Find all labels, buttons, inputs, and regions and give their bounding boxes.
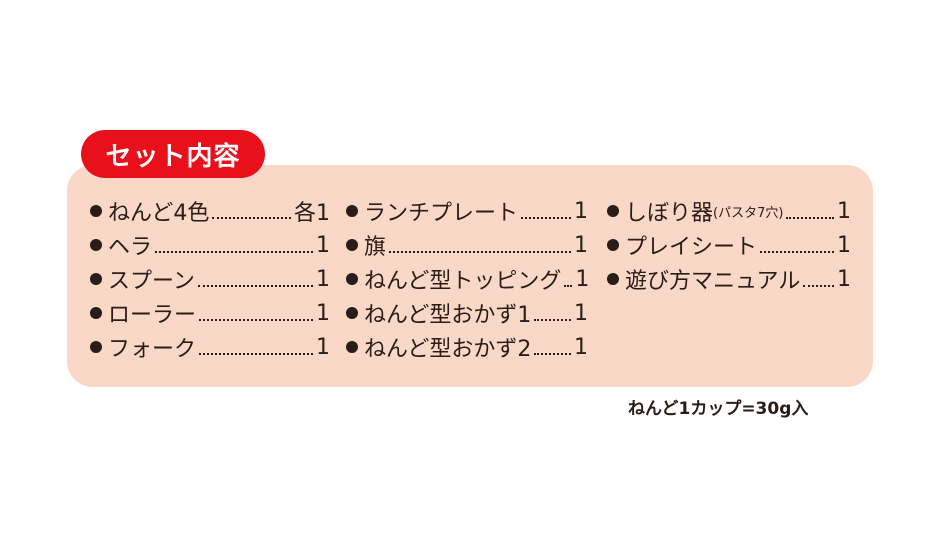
bullet-icon [607, 239, 619, 251]
contents-column-2: ランチプレート 1 旗 1 ねんど型トッピング 1 ねんど型おかず1 1 ねんど… [346, 194, 590, 364]
bullet-icon [90, 341, 102, 353]
dot-leader [389, 251, 571, 253]
dot-leader [534, 353, 571, 355]
item-quantity: 1 [837, 232, 851, 258]
dot-leader [197, 285, 313, 287]
item-name: ヘラ [108, 235, 153, 260]
bullet-icon [346, 341, 358, 353]
list-item: ヘラ 1 [90, 228, 330, 262]
item-quantity: 1 [575, 266, 590, 292]
item-note: (パスタ7穴) [713, 205, 784, 221]
item-name: 旗 [364, 235, 387, 260]
item-name: ねんど型おかず1 [364, 303, 532, 328]
bullet-icon [607, 205, 619, 217]
bullet-icon [90, 205, 102, 217]
dot-leader [534, 319, 571, 321]
dot-leader [564, 285, 573, 287]
list-item: ねんど型トッピング 1 [346, 262, 590, 296]
dot-leader [199, 319, 313, 321]
list-item: ローラー 1 [90, 296, 330, 330]
item-name: ローラー [108, 303, 197, 328]
list-item: ねんど型おかず1 1 [346, 296, 588, 330]
dot-leader [212, 217, 291, 219]
bullet-icon [346, 273, 358, 285]
item-quantity: 1 [574, 198, 588, 224]
dot-leader [521, 217, 571, 219]
set-contents-title: セット内容 [81, 130, 265, 178]
bullet-icon [346, 205, 358, 217]
item-name: ランチプレート [364, 201, 519, 226]
clay-amount-note: ねんど1カップ=30g入 [628, 399, 809, 419]
dot-leader [786, 217, 834, 219]
dot-leader [199, 353, 313, 355]
item-quantity: 1 [574, 300, 588, 326]
item-quantity: 1 [574, 334, 588, 360]
contents-column-1: ねんど4色 各1 ヘラ 1 スプーン 1 ローラー 1 フォーク 1 [90, 194, 330, 364]
item-quantity: 1 [316, 334, 330, 360]
item-quantity: 1 [316, 232, 330, 258]
list-item: フォーク 1 [90, 330, 330, 364]
item-quantity: 1 [837, 266, 851, 292]
list-item: プレイシート 1 [607, 228, 851, 262]
dot-leader [803, 285, 834, 287]
item-quantity: 1 [316, 300, 330, 326]
bullet-icon [346, 239, 358, 251]
item-quantity: 1 [316, 266, 330, 292]
bullet-icon [607, 273, 619, 285]
item-name: フォーク [108, 337, 197, 362]
list-item: しぼり器 (パスタ7穴) 1 [607, 194, 851, 228]
item-name: スプーン [108, 269, 195, 294]
item-name: 遊び方マニュアル [625, 269, 801, 294]
item-name: ねんど4色 [108, 201, 210, 226]
dot-leader [760, 251, 834, 253]
item-quantity: 各1 [294, 201, 330, 226]
item-name: しぼり器 [625, 201, 714, 226]
list-item: 旗 1 [346, 228, 588, 262]
contents-panel [67, 165, 873, 387]
item-quantity: 1 [837, 198, 851, 224]
bullet-icon [346, 307, 358, 319]
bullet-icon [90, 307, 102, 319]
list-item: スプーン 1 [90, 262, 330, 296]
item-name: ねんど型トッピング [364, 269, 562, 294]
bullet-icon [90, 273, 102, 285]
bullet-icon [90, 239, 102, 251]
item-name: プレイシート [625, 235, 758, 260]
contents-column-3: しぼり器 (パスタ7穴) 1 プレイシート 1 遊び方マニュアル 1 [607, 194, 851, 296]
item-quantity: 1 [574, 232, 588, 258]
list-item: ねんど4色 各1 [90, 194, 330, 228]
list-item: ランチプレート 1 [346, 194, 588, 228]
item-name: ねんど型おかず2 [364, 337, 532, 362]
list-item: 遊び方マニュアル 1 [607, 262, 851, 296]
dot-leader [155, 251, 313, 253]
list-item: ねんど型おかず2 1 [346, 330, 588, 364]
